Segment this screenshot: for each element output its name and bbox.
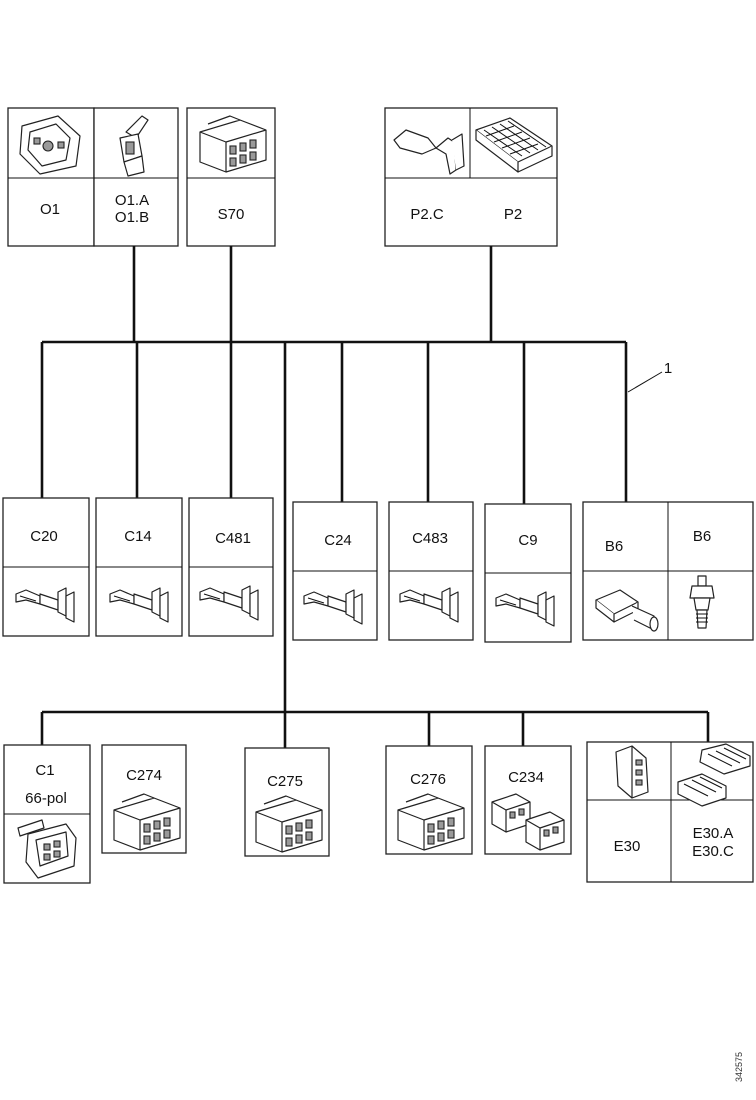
- b6-temperature-sensor-icon: [689, 575, 715, 629]
- connector-box-c276: C276: [385, 745, 473, 855]
- label-c24: C24: [324, 532, 352, 549]
- connector-box-c20: C20: [2, 497, 90, 637]
- e30ac-connector-icon: [677, 743, 751, 807]
- label-c1: C1: [35, 762, 54, 779]
- o1-connector-icon: [19, 115, 81, 175]
- label-e30c: E30.C: [692, 843, 734, 860]
- label-o1a: O1.A: [115, 192, 149, 209]
- label-c9: C9: [518, 532, 537, 549]
- connector-box-c14: C14: [95, 497, 183, 637]
- label-c20: C20: [30, 528, 58, 545]
- label-c1-66-pol: 66-pol: [25, 790, 67, 807]
- label-p2c: P2.C: [410, 206, 444, 223]
- connector-box-c24: C24: [292, 501, 378, 641]
- label-e30a: E30.A: [693, 825, 734, 842]
- connector-box-c481: C481: [188, 497, 274, 637]
- connector-box-b6: B6 B6: [582, 501, 754, 641]
- label-c275: C275: [267, 773, 303, 790]
- label-c276: C276: [410, 771, 446, 788]
- p2-connector-icon: [475, 117, 553, 173]
- label-c234: C234: [508, 769, 544, 786]
- connector-box-c274: C274: [101, 744, 187, 854]
- b6-sensor-plug-icon: [595, 589, 659, 632]
- connector-box-o1ab: O1.A O1.B: [93, 107, 179, 247]
- connector-box-c9: C9: [484, 503, 572, 643]
- connector-box-c234: C234: [484, 745, 572, 855]
- c234-connector-icon: [491, 793, 565, 851]
- connector-box-c1: C1 66-pol: [3, 744, 91, 884]
- p2c-terminal-icon: [393, 129, 465, 175]
- wiring: [40, 246, 710, 748]
- c1-connector-icon: [17, 819, 77, 879]
- label-o1b: O1.B: [115, 209, 149, 226]
- label-c483: C483: [412, 530, 448, 547]
- connector-box-s70: S70: [186, 107, 276, 247]
- connector-box-o1: O1: [7, 107, 95, 247]
- label-c481: C481: [215, 530, 251, 547]
- label-c274: C274: [126, 767, 162, 784]
- image-code: 342575: [734, 1052, 744, 1082]
- label-o1: O1: [40, 201, 60, 218]
- connector-box-e30: E30 E30.A E30.C: [586, 741, 754, 883]
- callout-1: 1: [664, 360, 672, 377]
- label-p2: P2: [504, 206, 522, 223]
- connector-box-p2: P2.C P2: [384, 107, 558, 247]
- connector-box-c483: C483: [388, 501, 474, 641]
- connector-box-c275: C275: [244, 747, 330, 857]
- e30-connector-icon: [615, 745, 649, 799]
- label-b6-left: B6: [605, 538, 623, 555]
- label-c14: C14: [124, 528, 152, 545]
- label-b6-right: B6: [693, 528, 711, 545]
- label-s70: S70: [218, 206, 245, 223]
- label-e30: E30: [614, 838, 641, 855]
- o1ab-terminal-icon: [119, 115, 149, 177]
